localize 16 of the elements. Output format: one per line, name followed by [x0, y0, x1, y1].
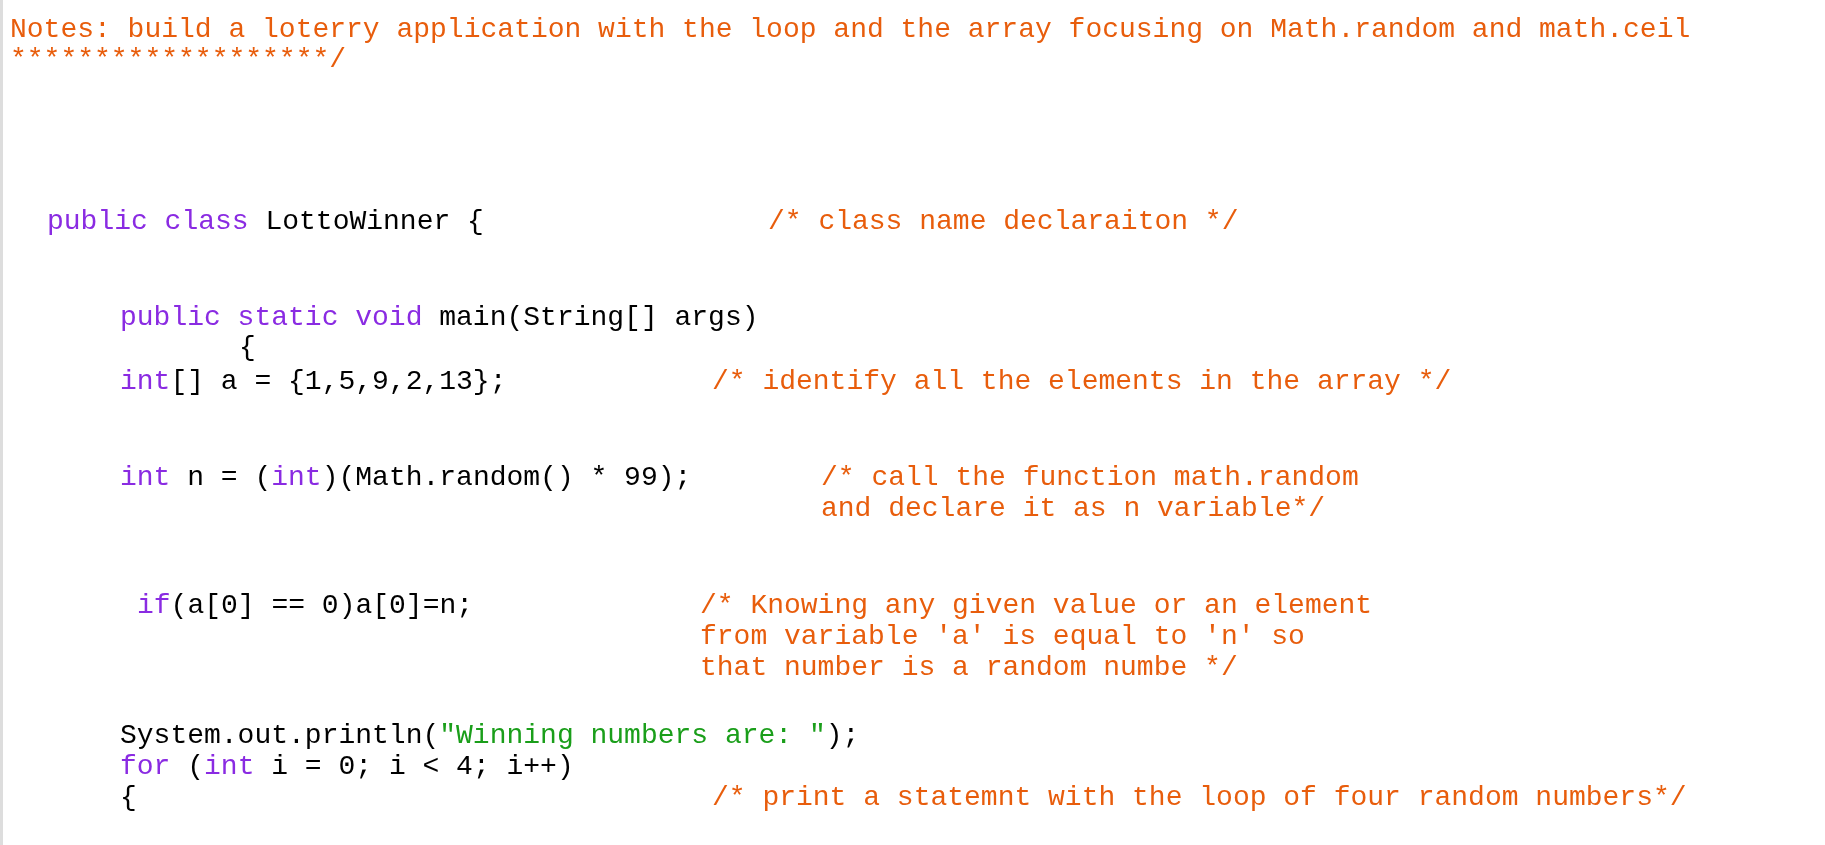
note-text: Notes: build a loterry application with the loop and the array focusing on Math.random and math.ceil	[10, 14, 1691, 45]
code-line: if(a[0] == 0)a[0]=n;	[137, 590, 474, 621]
code-comment: /* Knowing any given value or an element from variable 'a' is equal to 'n' so that number is a random numbe */	[700, 590, 1373, 683]
code-line: public static void main(String[] args)	[120, 302, 759, 333]
note-text: *******************/	[10, 44, 347, 75]
code-line: int n = (int)(Math.random() * 99);	[120, 462, 692, 493]
code-line: System.out.println("Winning numbers are: ");	[120, 720, 860, 751]
code-comment: /* print a statemnt with the loop of four random numbers*/	[712, 782, 1687, 813]
code-comment: /* identify all the elements in the array */	[712, 366, 1452, 397]
code-line: for (int i = 0; i < 4; i++)	[120, 751, 574, 782]
code-line: int[] a = {1,5,9,2,13};	[120, 366, 507, 397]
code-line: public class LottoWinner {	[47, 206, 484, 237]
code-line: {	[239, 332, 256, 363]
code-line: {	[120, 782, 137, 813]
code-comment: /* class name declaraiton */	[768, 206, 1239, 237]
code-comment: /* call the function math.random and declare it as n variable*/	[821, 462, 1360, 524]
